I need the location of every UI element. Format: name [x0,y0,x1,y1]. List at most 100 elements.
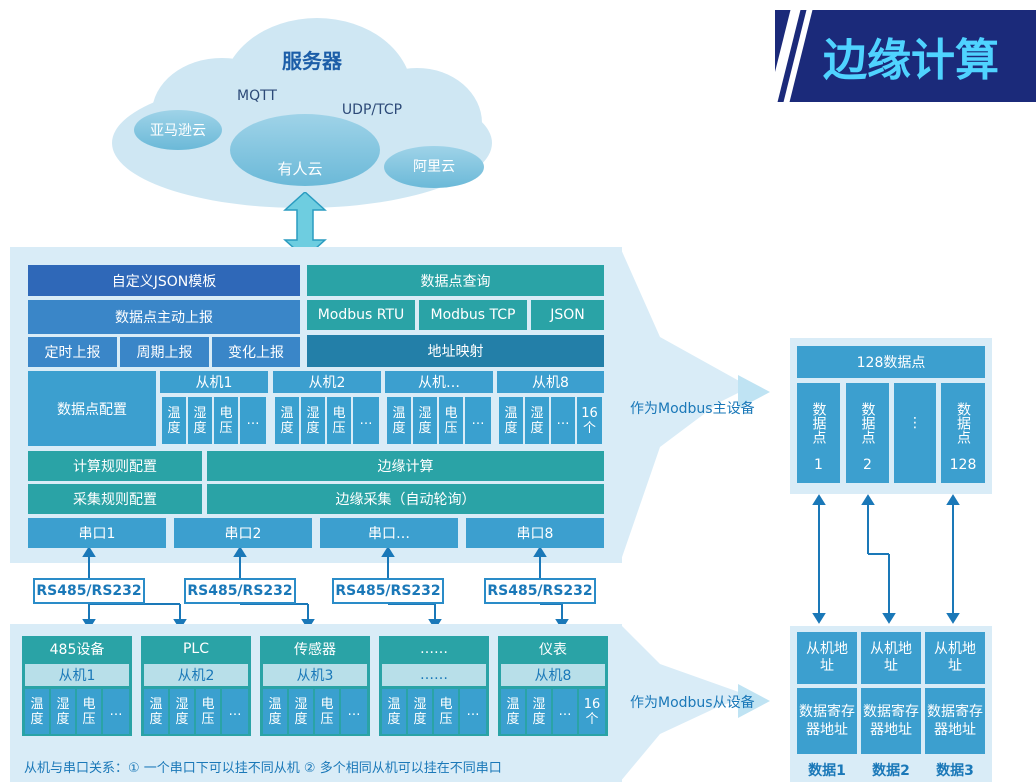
dev-item-humid: 湿度 [51,689,75,734]
json-template: 自定义JSON模板 [28,265,300,296]
gw-slave-title: 从机… [385,371,493,393]
gw-item-more: … [353,397,379,444]
protocol-tag-4: RS485/RS232 [484,578,596,604]
edge-calc: 边缘计算 [207,451,604,481]
datapoint-label: 数据点 [955,402,971,444]
device-name: 485设备 [49,642,105,658]
gw-item-more: … [465,397,491,444]
datapoint-number [894,455,936,475]
gw-item-humid: 湿度 [525,397,549,444]
gw-item-more: … [551,397,575,444]
gw-slave-8: 从机8 温度 湿度 … 16个 [497,371,604,446]
device-slave: 从机8 [501,664,605,686]
gw-slave-1: 从机1 温度 湿度 电压 … [160,371,268,446]
slave-addr: 从机地址 [797,632,857,684]
device-2: PLC 从机2 温度 湿度 电压 … [141,636,251,736]
device-slave: …… [382,664,486,686]
device-name: PLC [182,641,210,657]
modbus-tcp: Modbus TCP [419,300,527,330]
gw-item-temp: 温度 [275,397,299,444]
gw-item-volt: 电压 [327,397,351,444]
datapoint-2: 数据点 2 [846,383,889,483]
dev-item-temp: 温度 [382,689,406,734]
dev-item-more: … [341,689,367,734]
serial-port-2: 串口2 [174,518,312,548]
datapoint-more: ⋮ [894,383,936,483]
dev-item-humid: 湿度 [408,689,432,734]
dev-item-more: … [103,689,129,734]
dev-item-more: … [222,689,248,734]
json-format: JSON [531,300,604,330]
device-1: 485设备 从机1 温度 湿度 电压 … [22,636,132,736]
gw-item-humid: 湿度 [188,397,212,444]
dev-item-humid: 湿度 [289,689,313,734]
device-3: 传感器 从机3 温度 湿度 电压 … [260,636,370,736]
datapoint-number: 1 [814,457,823,473]
master-arrow-shape [620,247,770,563]
gw-item-count: 16个 [577,397,602,444]
cloud: 服务器 MQTT UDP/TCP 亚马逊云 有人云 阿里云 [112,18,492,218]
udp-tcp-label: UDP/TCP [341,102,403,118]
datapoint-label: 数据点 [810,402,827,444]
cloud-gateway-arrow [283,192,327,258]
datapoint-1: 数据点 1 [797,383,840,483]
device-slave: 从机2 [144,664,248,686]
gw-item-humid: 湿度 [301,397,325,444]
page-title: 边缘计算 [823,35,999,86]
master-role-label: 作为Modbus主设备 [630,401,755,417]
data-label: 数据2 [872,763,910,779]
protocol-tag-3: RS485/RS232 [332,578,444,604]
dev-item-more: … [553,689,577,734]
device-slave: 从机1 [25,664,129,686]
dev-item-humid: 湿度 [170,689,194,734]
register-addr: 数据寄存器地址 [925,688,985,754]
gw-item-volt: 电压 [214,397,238,444]
dp-report: 数据点主动上报 [28,300,300,334]
device-8: 仪表 从机8 温度 湿度 … 16个 [498,636,608,736]
addr-map: 地址映射 [307,335,604,367]
protocol-tag-1: RS485/RS232 [33,578,145,604]
datapoint-title: 128数据点 [797,346,985,378]
title-banner: 边缘计算 [767,10,1036,102]
datapoint-number: 128 [949,457,977,473]
collect-rule: 采集规则配置 [28,484,202,514]
slave-role-label: 作为Modbus从设备 [630,695,755,711]
register-col-1: 从机地址 数据寄存器地址 数据1 [797,632,857,782]
datapoint-number: 2 [863,457,872,473]
serial-port-1: 串口1 [28,518,166,548]
device-name: …… [420,641,448,657]
timed-report: 定时上报 [28,337,117,367]
data-label: 数据1 [808,763,846,779]
dev-item-volt: 电压 [77,689,101,734]
slave-addr: 从机地址 [861,632,921,684]
relation-note: 从机与串口关系：① 一个串口下可以挂不同从机 ② 多个相同从机可以挂在不同串口 [24,761,502,776]
gw-slave-2: 从机2 温度 湿度 电压 … [273,371,381,446]
device-n: …… …… 温度 湿度 电压 … [379,636,489,736]
dev-item-temp: 温度 [25,689,49,734]
period-report: 周期上报 [120,337,209,367]
dev-item-more: … [460,689,486,734]
datapoint-label: 数据点 [859,402,876,444]
dev-item-volt: 电压 [315,689,339,734]
data-label: 数据3 [936,763,974,779]
device-slave: 从机3 [263,664,367,686]
aws-label: 亚马逊云 [150,123,206,139]
gw-item-humid: 湿度 [413,397,437,444]
gw-slave-3: 从机… 温度 湿度 电压 … [385,371,493,446]
register-col-3: 从机地址 数据寄存器地址 数据3 [925,632,985,782]
usr-cloud-label: 有人云 [277,159,323,178]
gw-item-more: … [240,397,266,444]
mqtt-label: MQTT [237,88,277,104]
register-addr: 数据寄存器地址 [797,688,857,754]
protocol-tag-2: RS485/RS232 [184,578,296,604]
device-name: 仪表 [539,642,567,658]
gw-slave-title: 从机8 [497,371,604,393]
device-name: 传感器 [294,642,336,658]
gw-item-temp: 温度 [499,397,523,444]
mapping-lines [812,494,960,624]
gw-item-temp: 温度 [162,397,186,444]
aliyun-label: 阿里云 [413,159,455,175]
datapoint-128: 数据点 128 [941,383,985,483]
slave-addr: 从机地址 [925,632,985,684]
dev-item-temp: 温度 [263,689,287,734]
